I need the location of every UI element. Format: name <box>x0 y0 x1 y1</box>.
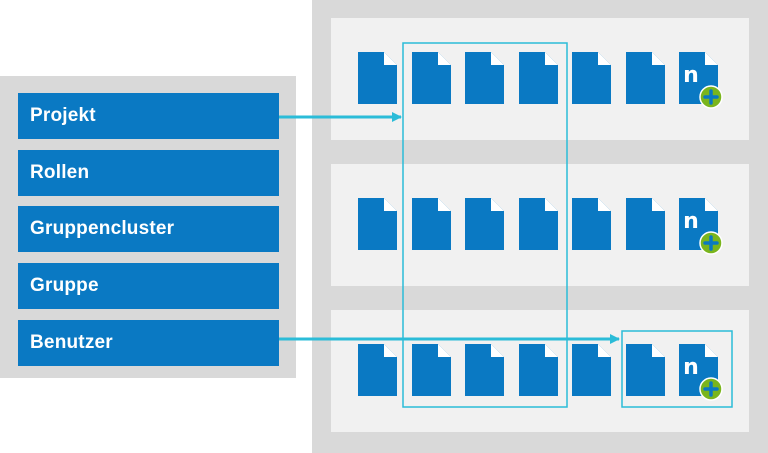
plus-icon-cross <box>703 235 719 251</box>
document-icon-fold <box>705 344 718 357</box>
document-icon <box>572 198 611 250</box>
document-icon-fold <box>705 198 718 211</box>
document-icon-fold <box>705 52 718 65</box>
document-icon-fold <box>384 344 397 357</box>
document-icon-fold <box>491 52 504 65</box>
document-icon-fold <box>384 52 397 65</box>
document-icon-fold <box>545 344 558 357</box>
document-icon-fold <box>652 198 665 211</box>
document-icon <box>358 52 397 104</box>
benutzer-scope-highlight <box>621 330 733 408</box>
document-icon-fold <box>438 198 451 211</box>
projekt-scope-highlight <box>402 42 568 408</box>
level-label: Gruppencluster <box>30 218 175 239</box>
document-icon <box>519 52 558 104</box>
document-icon <box>412 198 451 250</box>
document-icon <box>519 344 558 396</box>
plus-icon-cross <box>703 89 719 105</box>
document-icon-fold <box>491 198 504 211</box>
level-benutzer: Benutzer <box>18 320 279 366</box>
level-label: Benutzer <box>30 332 113 353</box>
document-icon <box>519 198 558 250</box>
level-rollen: Rollen <box>18 150 279 196</box>
document-icon <box>572 344 611 396</box>
document-icon-fold <box>652 344 665 357</box>
document-icon-fold <box>598 344 611 357</box>
document-icon <box>572 52 611 104</box>
document-icon-fold <box>598 198 611 211</box>
document-icon-fold <box>545 198 558 211</box>
document-icon-fold <box>598 52 611 65</box>
document-icon-fold <box>438 344 451 357</box>
document-icon <box>465 344 504 396</box>
new-document-icon: n <box>679 344 723 401</box>
level-projekt: Projekt <box>18 93 279 139</box>
new-document-glyph: n <box>683 209 699 234</box>
document-icon-fold <box>384 198 397 211</box>
document-icon <box>412 52 451 104</box>
document-icon <box>358 198 397 250</box>
document-icon <box>412 344 451 396</box>
level-label: Gruppe <box>30 275 99 296</box>
document-icon <box>626 198 665 250</box>
new-document-glyph: n <box>683 355 699 380</box>
document-icon <box>465 198 504 250</box>
document-icon-fold <box>652 52 665 65</box>
new-document-icon: n <box>679 52 723 109</box>
new-document-glyph: n <box>683 63 699 88</box>
document-icon-fold <box>545 52 558 65</box>
level-gruppe: Gruppe <box>18 263 279 309</box>
new-document-icon: n <box>679 198 723 255</box>
document-icon-fold <box>438 52 451 65</box>
documents-layer: n n n <box>358 52 723 401</box>
level-label: Rollen <box>30 162 90 183</box>
plus-icon-cross <box>703 381 719 397</box>
document-icon <box>358 344 397 396</box>
document-icon-fold <box>491 344 504 357</box>
document-icon <box>626 344 665 396</box>
level-gruppencluster: Gruppencluster <box>18 206 279 252</box>
document-icon <box>626 52 665 104</box>
level-label: Projekt <box>30 105 96 126</box>
document-icon <box>465 52 504 104</box>
